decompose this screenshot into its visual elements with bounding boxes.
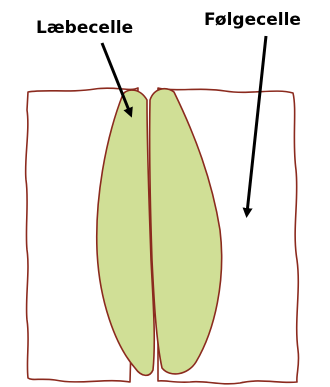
guard-cell-label: Læbecelle (36, 18, 133, 38)
subsidiary-cell-label: Følgecelle (204, 10, 301, 30)
